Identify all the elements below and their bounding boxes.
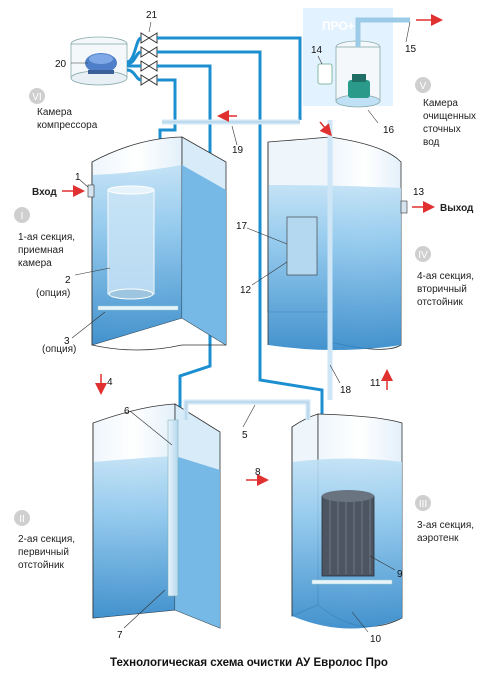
- callout-1: 1: [75, 172, 81, 183]
- air-pipes: [126, 36, 324, 420]
- bio-loader-block: [321, 490, 375, 577]
- svg-text:II: II: [19, 514, 25, 525]
- callout-2: 2: [65, 275, 71, 286]
- valve-icon: [140, 60, 158, 72]
- float-switch-icon: [317, 63, 333, 85]
- label-section-v: Камера очищенных сточных вод: [423, 98, 476, 148]
- valve-icon: [140, 74, 158, 86]
- callout-16: 16: [383, 125, 395, 136]
- callout-20: 20: [55, 59, 67, 70]
- svg-text:I: I: [21, 211, 24, 222]
- callout-7: 7: [117, 630, 123, 641]
- callout-6: 6: [124, 406, 130, 417]
- callout-21: 21: [146, 10, 158, 21]
- tank-section-3: [291, 413, 403, 629]
- svg-text:V: V: [420, 81, 427, 92]
- callout-11: 11: [370, 378, 381, 389]
- flow-arrows: [62, 110, 435, 486]
- compressor-icon: [85, 53, 117, 74]
- svg-text:вод: вод: [423, 137, 440, 148]
- inlet-label: Вход: [32, 187, 57, 198]
- svg-text:IV: IV: [418, 250, 428, 261]
- svg-text:аэротенк: аэротенк: [417, 533, 459, 544]
- callout-8: 8: [255, 467, 261, 478]
- valve-manifold: [140, 32, 158, 86]
- label-section-vi: Камера компрессора: [37, 107, 98, 131]
- svg-text:3-ая секция,: 3-ая секция,: [417, 520, 474, 531]
- svg-text:отстойник: отстойник: [417, 297, 464, 308]
- svg-text:Камера: Камера: [423, 98, 458, 109]
- callout-12: 12: [240, 285, 252, 296]
- callout-5: 5: [242, 430, 248, 441]
- label-section-iii: 3-ая секция, аэротенк: [417, 520, 474, 544]
- pro-plus-badge: ПРО+: [322, 19, 355, 33]
- svg-text:камера: камера: [18, 258, 52, 269]
- svg-text:очищенных: очищенных: [423, 111, 476, 122]
- svg-text:VI: VI: [32, 92, 41, 103]
- svg-text:2-ая секция,: 2-ая секция,: [18, 534, 75, 545]
- callout-13: 13: [413, 187, 425, 198]
- tank-section-2: [92, 403, 221, 629]
- callout-14: 14: [311, 45, 323, 56]
- callout-10: 10: [370, 634, 382, 645]
- svg-text:1-ая секция,: 1-ая секция,: [18, 232, 75, 243]
- option-label-2: (опция): [36, 288, 70, 299]
- callout-17: 17: [236, 221, 248, 232]
- callout-15: 15: [405, 44, 417, 55]
- svg-text:приемная: приемная: [18, 245, 64, 256]
- roman-badge-ii: II: [14, 510, 30, 526]
- svg-text:Камера: Камера: [37, 107, 72, 118]
- diagram-title: Технологическая схема очистки АУ Евролос…: [110, 657, 388, 669]
- svg-text:отстойник: отстойник: [18, 560, 65, 571]
- valve-icon: [140, 46, 158, 58]
- roman-badge-i: I: [14, 207, 30, 223]
- label-section-ii: 2-ая секция, первичный отстойник: [18, 534, 75, 571]
- roman-badge-v: V: [415, 77, 431, 93]
- svg-text:сточных: сточных: [423, 124, 461, 135]
- svg-text:компрессора: компрессора: [37, 120, 98, 131]
- roman-badge-vi: VI: [29, 88, 45, 104]
- compressor-chamber: [70, 36, 128, 86]
- roman-badge-iii: III: [415, 495, 431, 511]
- svg-text:III: III: [419, 499, 427, 510]
- svg-text:4-ая секция,: 4-ая секция,: [417, 271, 474, 282]
- tank-section-4: [267, 136, 408, 350]
- valve-icon: [140, 32, 158, 44]
- callout-4: 4: [107, 377, 113, 388]
- svg-text:первичный: первичный: [18, 547, 69, 558]
- svg-text:вторичный: вторичный: [417, 284, 467, 295]
- label-section-i: 1-ая секция, приемная камера: [18, 232, 75, 269]
- callouts: [71, 21, 411, 633]
- callout-18: 18: [340, 385, 352, 396]
- callout-3: 3: [64, 336, 70, 347]
- outlet-label: Выход: [440, 203, 474, 214]
- callout-19: 19: [232, 145, 244, 156]
- roman-badge-iv: IV: [415, 246, 431, 262]
- filter-cylinder: [107, 185, 155, 300]
- label-section-iv: 4-ая секция, вторичный отстойник: [417, 271, 474, 308]
- tank-section-1: [87, 136, 227, 351]
- pump-icon: [348, 74, 370, 98]
- callout-9: 9: [397, 569, 403, 580]
- option-label-3: (опция): [42, 344, 76, 355]
- pro-plus-block: ПРО+: [303, 8, 443, 108]
